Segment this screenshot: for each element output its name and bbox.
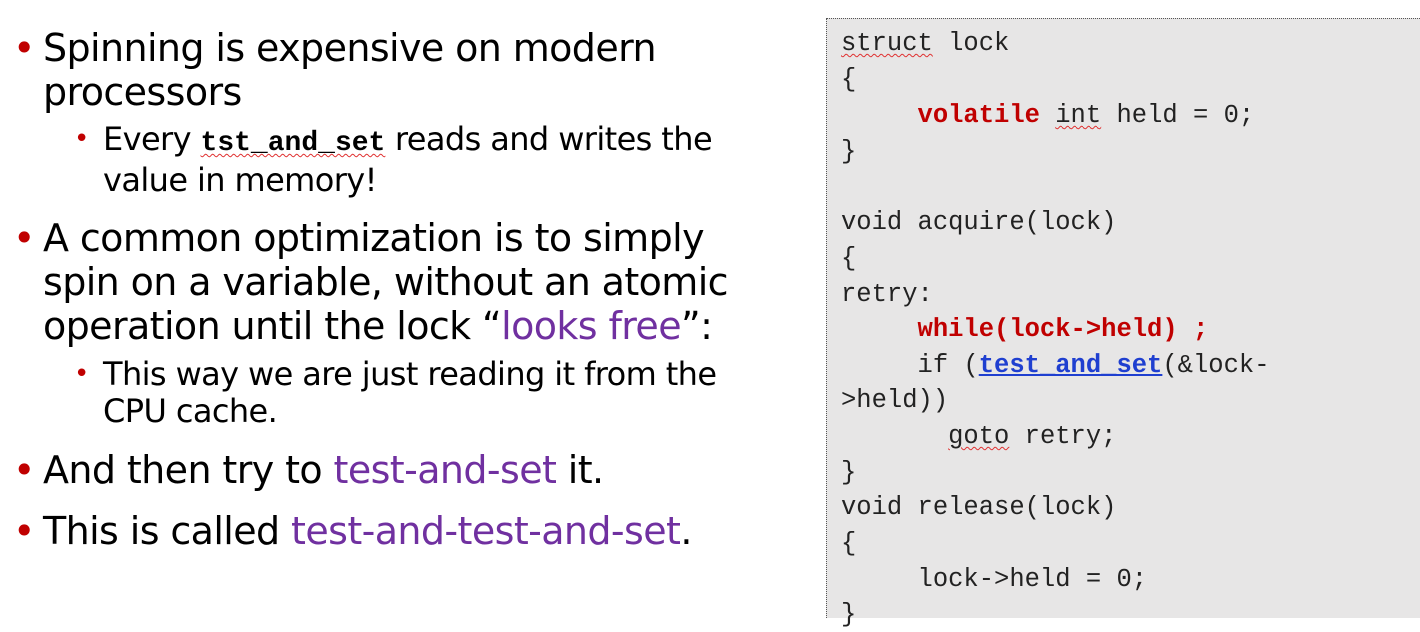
bullet-text: spin on a variable, without an atomic bbox=[43, 260, 729, 304]
code-token: (&lock- bbox=[1162, 351, 1270, 380]
code-line: while(lock->held) ; bbox=[841, 313, 1209, 347]
bullet-text: value in memory! bbox=[103, 161, 377, 199]
code-line: if (test_and_set(&lock- bbox=[841, 349, 1270, 383]
highlight-text: test-and-set bbox=[333, 448, 557, 492]
code-token: int bbox=[1055, 101, 1102, 130]
code-line: struct lock bbox=[841, 27, 1009, 61]
code-token: retry; bbox=[1009, 422, 1117, 451]
code-line: } bbox=[841, 458, 857, 487]
code-box: struct lock { volatile int held = 0; } v… bbox=[826, 18, 1420, 629]
code-line: lock->held = 0; bbox=[841, 565, 1148, 594]
subbullet-cpu-cache: This way we are just reading it from the… bbox=[74, 355, 717, 430]
code-line: void acquire(lock) bbox=[841, 208, 1117, 237]
bullet-called-ttas: This is called test-and-test-and-set. bbox=[13, 509, 692, 553]
inline-code: tst_and_set bbox=[200, 128, 386, 159]
code-token bbox=[841, 315, 918, 344]
subbullet-tst-and-set: Every tst_and_set reads and writes the v… bbox=[74, 120, 713, 199]
code-token bbox=[841, 101, 918, 130]
code-line: { bbox=[841, 65, 857, 94]
bullet-text: it. bbox=[556, 448, 604, 492]
code-line: void release(lock) bbox=[841, 493, 1117, 522]
code-token: struct bbox=[841, 29, 933, 58]
code-token: lock bbox=[932, 29, 1010, 58]
code-line: >held)) bbox=[841, 386, 949, 415]
bullet-spinning-expensive: Spinning is expensive on modern processo… bbox=[13, 26, 657, 114]
bullet-text: ”: bbox=[680, 304, 713, 348]
code-line: goto retry; bbox=[841, 420, 1116, 454]
code-line: } bbox=[841, 137, 857, 166]
code-token: goto bbox=[948, 422, 1010, 451]
bullet-common-optimization: A common optimization is to simply spin … bbox=[13, 216, 729, 348]
bullet-text: Every bbox=[103, 120, 201, 158]
highlight-text: looks free bbox=[501, 304, 681, 348]
code-token bbox=[841, 422, 948, 451]
bullet-text: And then try to bbox=[43, 448, 334, 492]
code-line: } bbox=[841, 600, 857, 629]
bullet-text: This is called bbox=[43, 509, 292, 553]
code-line: volatile int held = 0; bbox=[841, 99, 1255, 133]
code-keyword: while(lock->held) ; bbox=[917, 315, 1209, 344]
code-keyword: volatile bbox=[917, 101, 1040, 130]
code-token: held = 0; bbox=[1101, 101, 1255, 130]
code-token: if ( bbox=[841, 351, 979, 380]
bullet-text: This way we are just reading it from the bbox=[103, 355, 717, 393]
code-token bbox=[1040, 101, 1055, 130]
code-line: { bbox=[841, 529, 857, 558]
code-line: { bbox=[841, 244, 857, 273]
bullet-text: processors bbox=[43, 70, 242, 114]
highlight-text: test-and-test-and-set bbox=[291, 509, 681, 553]
bullet-text: reads and writes the bbox=[385, 120, 713, 158]
bullet-text: operation until the lock “ bbox=[43, 304, 502, 348]
bullet-text: CPU cache. bbox=[103, 392, 278, 430]
bullet-then-test-and-set: And then try to test-and-set it. bbox=[13, 448, 604, 492]
bullet-text: . bbox=[680, 509, 692, 553]
code-keyword: test_and_set bbox=[978, 351, 1163, 380]
bullet-text: Spinning is expensive on modern bbox=[43, 26, 657, 70]
code-line: retry: bbox=[841, 280, 933, 309]
bullet-text: A common optimization is to simply bbox=[43, 216, 705, 260]
